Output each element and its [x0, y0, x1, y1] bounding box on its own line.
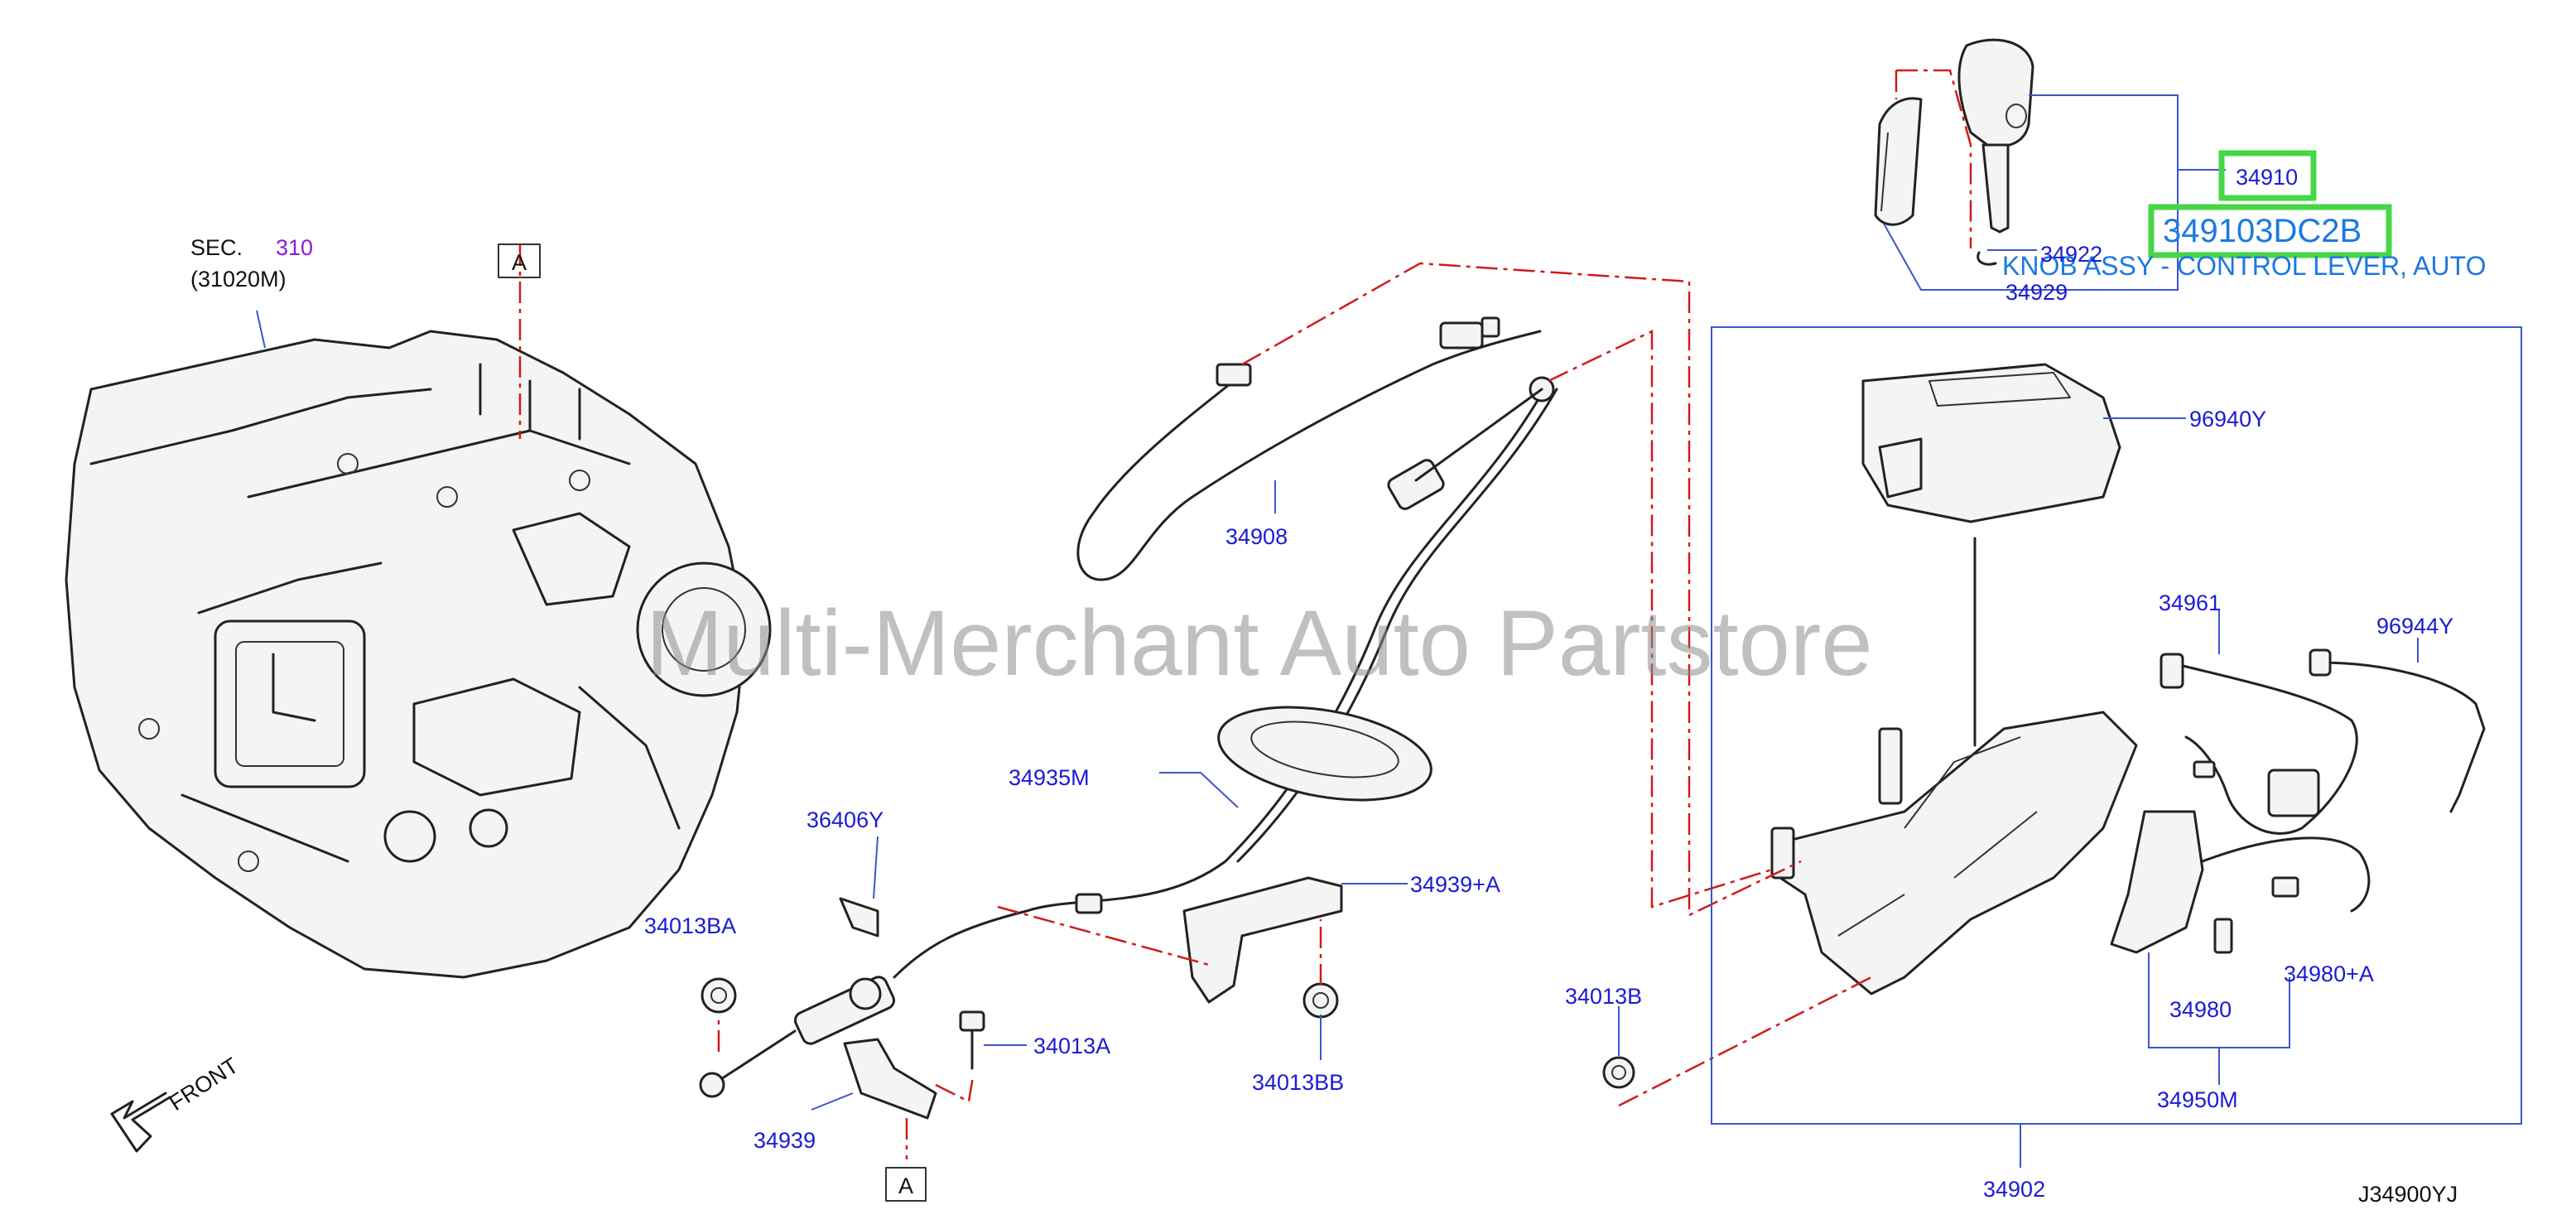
label-36406Y[interactable]: 36406Y [807, 807, 884, 832]
label-34902[interactable]: 34902 [1983, 1177, 2045, 1202]
transmission-assembly [65, 330, 772, 979]
label-34980A[interactable]: 34980+A [2284, 962, 2374, 986]
leader-lines [256, 94, 2522, 1202]
clip-36406Y [839, 897, 879, 937]
section-part: (31020M) [190, 267, 286, 292]
bracket-34939A [1182, 876, 1343, 1004]
harness-96944Y [2309, 648, 2486, 813]
control-cable [699, 376, 1558, 1098]
label-34939[interactable]: 34939 [754, 1128, 816, 1153]
highlight-box-full-part-number [2148, 204, 2392, 258]
watermark: Multi-Merchant Auto Partstore [646, 591, 1872, 695]
ref-marker-bottom: A [898, 1174, 913, 1198]
ref-marker-top: A [512, 250, 527, 275]
label-34939A[interactable]: 34939+A [1410, 872, 1500, 897]
label-full-part-number[interactable]: 349103DC2B [2163, 213, 2362, 249]
section-number[interactable]: 310 [276, 235, 313, 260]
label-96940Y[interactable]: 96940Y [2189, 407, 2266, 431]
label-34013B[interactable]: 34013B [1565, 984, 1642, 1009]
label-34935M[interactable]: 34935M [1009, 765, 1090, 790]
section-prefix: SEC. [190, 235, 243, 260]
front-arrow [110, 1092, 171, 1153]
front-label: FRONT [165, 1053, 243, 1116]
label-96944Y[interactable]: 96944Y [2376, 614, 2453, 639]
harness-34961 [2160, 653, 2358, 835]
label-34910[interactable]: 34910 [2236, 165, 2298, 190]
label-34013BA[interactable]: 34013BA [644, 913, 736, 938]
diagram-code: J34900YJ [2358, 1182, 2458, 1207]
label-34950M[interactable]: 34950M [2157, 1087, 2238, 1112]
highlight-box-part-number [2218, 150, 2317, 201]
label-34908[interactable]: 34908 [1225, 524, 1288, 549]
bracket-34939 [843, 1038, 937, 1120]
label-34929[interactable]: 34929 [2005, 280, 2068, 305]
label-part-description: KNOB ASSY - CONTROL LEVER, AUTO [2002, 251, 2486, 281]
harness-34908 [1076, 316, 1542, 581]
label-34922[interactable]: 34922 [2040, 242, 2102, 267]
label-34980[interactable]: 34980 [2169, 997, 2232, 1022]
shift-lever-device [1770, 363, 2138, 995]
label-34961[interactable]: 34961 [2159, 590, 2221, 615]
knob-assembly [1874, 38, 2034, 266]
label-34013BB[interactable]: 34013BB [1252, 1070, 1344, 1095]
switch-34980 [2110, 810, 2371, 954]
label-34013A[interactable]: 34013A [1033, 1034, 1110, 1058]
